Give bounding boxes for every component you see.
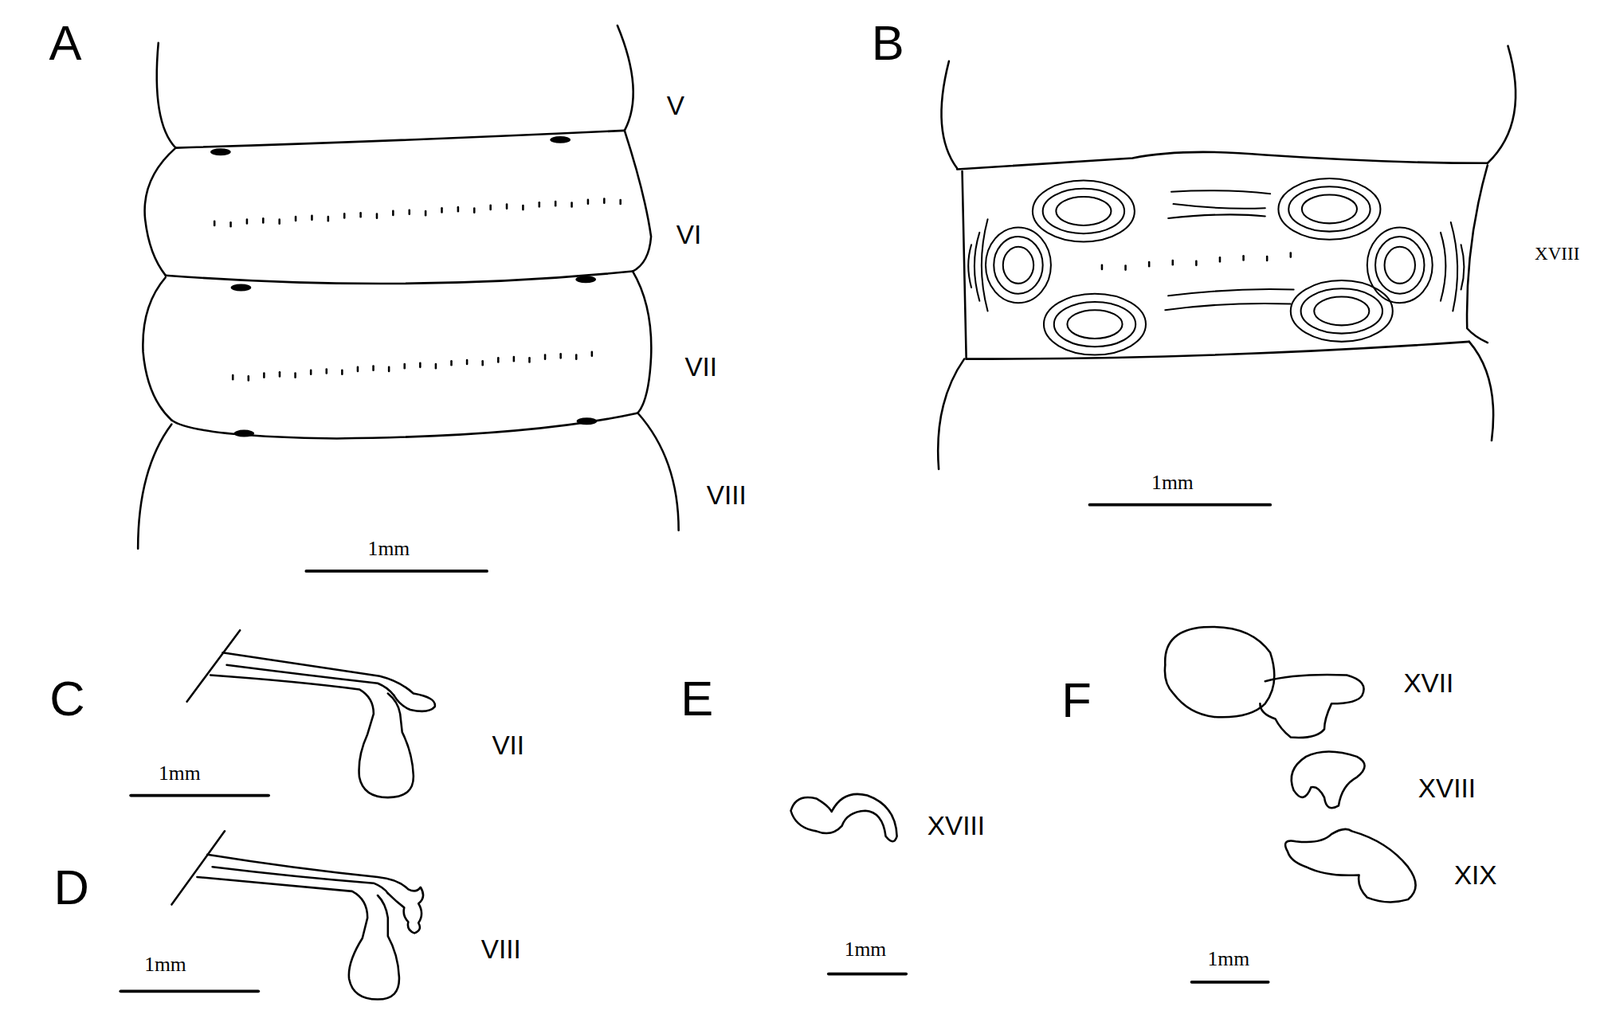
segment-xviii-ventral [937, 46, 1516, 470]
seta-dot [310, 215, 314, 220]
scale-bar [828, 972, 906, 977]
seta-dot [559, 353, 562, 358]
seta-dot [262, 373, 266, 378]
seta-dot [1219, 257, 1222, 262]
seta-dot [246, 219, 249, 224]
seta-dot [247, 376, 251, 381]
seta-dot [407, 210, 411, 215]
seta-dot [359, 212, 362, 217]
seta-dot [262, 218, 265, 223]
spermatheca-viii [171, 831, 424, 1000]
seta-dot [457, 207, 460, 212]
segment-number: VIII [481, 937, 522, 964]
seta-dot [1124, 265, 1127, 270]
scale-bar [130, 794, 269, 798]
panel-letter: F [1061, 675, 1092, 725]
seta-dot [554, 201, 557, 206]
seta-dot [591, 352, 594, 357]
seta-dot [1195, 261, 1198, 266]
seta-dot [481, 360, 484, 365]
segment-number: V [666, 93, 685, 120]
segments-v-viii [137, 25, 679, 550]
seta-dot [521, 205, 525, 210]
segment-number: VII [491, 732, 525, 759]
seta-dot [294, 373, 297, 378]
seta-dot [440, 207, 444, 212]
seta-dot [1266, 256, 1269, 261]
seta-dot [229, 222, 232, 227]
seta-dot [619, 200, 622, 204]
seta-dot [341, 370, 344, 375]
seta-dot [231, 375, 235, 380]
seta-dot [544, 355, 547, 360]
seta-dot [424, 211, 428, 216]
segment-number: XIX [1454, 862, 1498, 889]
seta-dot [327, 216, 330, 221]
seta-dot [294, 216, 298, 221]
scale-bar [1192, 980, 1269, 985]
seta-dot [388, 367, 391, 372]
seta-dot [309, 370, 313, 375]
scale-bar [120, 989, 259, 993]
seta-dot [570, 202, 573, 207]
seta-dot [372, 366, 375, 371]
segment-number: VII [684, 353, 718, 381]
seta-dot [343, 213, 346, 218]
panel-letter: C [49, 674, 85, 723]
seta-dot [278, 372, 282, 377]
seta-dot [278, 219, 281, 224]
seta-dot [575, 355, 578, 360]
segment-number: XVIII [1534, 244, 1580, 263]
seta-dot [419, 363, 422, 368]
seta-dot [1101, 265, 1104, 270]
segment-number: XVII [1403, 670, 1454, 697]
seta-dot [392, 211, 395, 216]
scale-bar [1090, 503, 1271, 507]
panel-letter: E [680, 674, 714, 723]
scale-label: 1mm [1151, 472, 1194, 494]
gland-xviii [790, 794, 897, 842]
scale-label: 1mm [1207, 949, 1251, 970]
seta-dot [403, 364, 406, 369]
scale-label: 1mm [158, 763, 201, 785]
spermatheca-vii [187, 630, 436, 798]
seta-dot [538, 202, 542, 207]
seta-dot [213, 221, 216, 226]
segment-number: XVIII [927, 813, 985, 840]
segment-number: VIII [706, 482, 747, 510]
seta-dot [473, 208, 476, 213]
seta-dot [325, 368, 328, 373]
seta-dot [497, 357, 500, 362]
scale-bar [305, 569, 487, 573]
panel-letter: D [53, 862, 89, 912]
seta-dot [587, 200, 590, 204]
seta-dot [1171, 260, 1174, 265]
seta-dot [466, 360, 469, 365]
seta-dot [376, 214, 379, 219]
panel-letter: A [48, 18, 82, 67]
seta-dot [1242, 255, 1245, 260]
scale-label: 1mm [844, 939, 887, 961]
scale-label: 1mm [144, 955, 187, 977]
seta-dot [450, 360, 453, 365]
seta-dot [603, 199, 606, 204]
panel-letter: B [871, 18, 905, 67]
segment-number: VI [676, 221, 702, 248]
scale-label: 1mm [368, 538, 411, 560]
seta-dot [505, 204, 509, 209]
seta-dot [356, 367, 360, 372]
seta-dot [1289, 252, 1292, 257]
seta-dot [435, 364, 438, 369]
segment-number: XVIII [1418, 775, 1476, 802]
seta-dot [1148, 262, 1151, 267]
glands-xvii-xix [1164, 627, 1416, 902]
seta-dot [513, 356, 516, 361]
seta-dot [489, 205, 492, 210]
seta-dot [528, 357, 531, 362]
